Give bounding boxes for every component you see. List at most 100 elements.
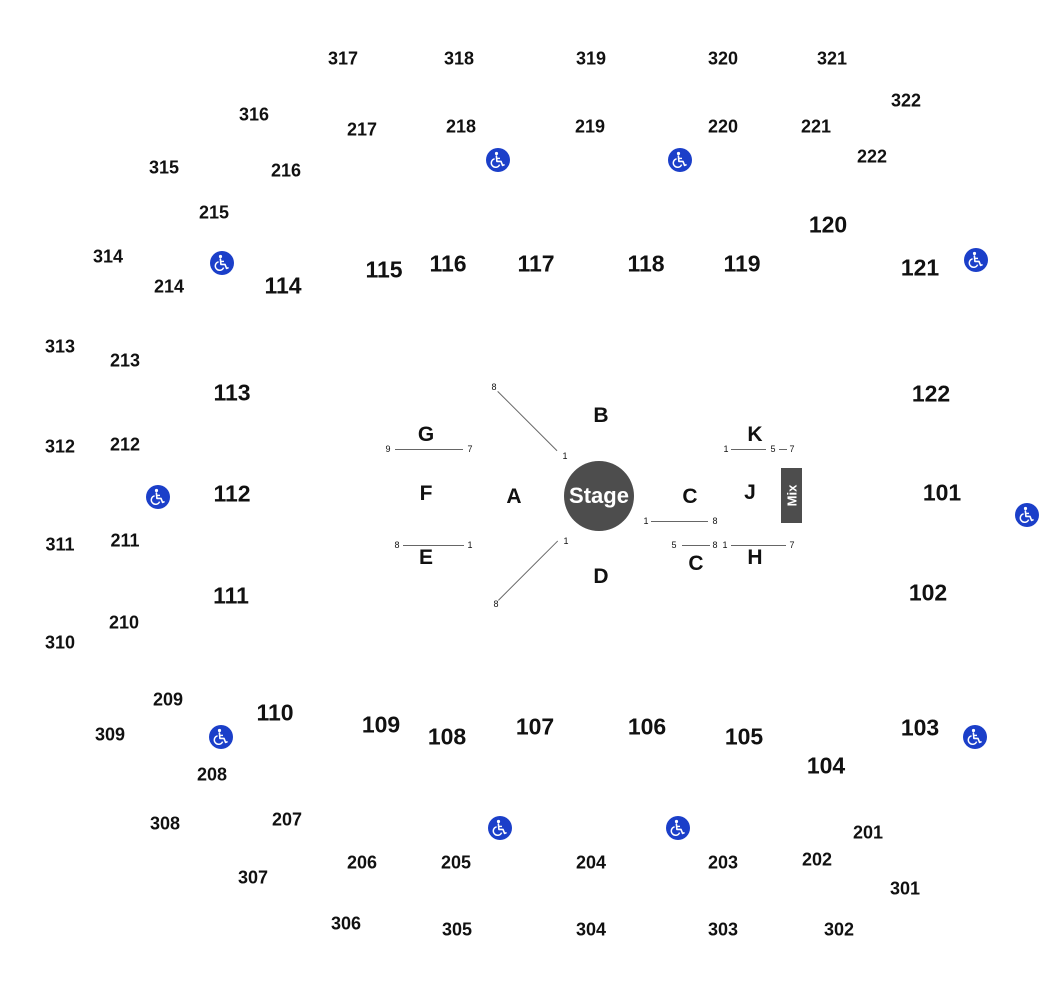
section-309[interactable]: 309 [94, 724, 126, 745]
section-218[interactable]: 218 [445, 116, 477, 137]
section-119[interactable]: 119 [723, 250, 761, 277]
section-303[interactable]: 303 [707, 919, 739, 940]
row-label: 8 [493, 599, 499, 609]
section-214[interactable]: 214 [153, 276, 185, 297]
row-label: 7 [789, 540, 795, 550]
section-202[interactable]: 202 [801, 849, 833, 870]
section-318[interactable]: 318 [443, 48, 475, 69]
row-label: 1 [722, 540, 728, 550]
section-215[interactable]: 215 [198, 202, 230, 223]
section-319[interactable]: 319 [575, 48, 607, 69]
section-207[interactable]: 207 [271, 809, 303, 830]
section-113[interactable]: 113 [213, 379, 251, 406]
wheelchair-icon[interactable] [209, 725, 233, 749]
section-321[interactable]: 321 [816, 48, 848, 69]
section-106[interactable]: 106 [627, 713, 667, 740]
section-209[interactable]: 209 [152, 689, 184, 710]
section-109[interactable]: 109 [361, 711, 401, 738]
row-label: 7 [467, 444, 473, 454]
section-floor-a[interactable]: A [506, 485, 522, 508]
section-208[interactable]: 208 [196, 764, 228, 785]
section-201[interactable]: 201 [852, 822, 884, 843]
section-floor-f[interactable]: F [419, 482, 433, 505]
wheelchair-icon[interactable] [1015, 503, 1039, 527]
section-floor-b[interactable]: B [593, 404, 609, 427]
section-205[interactable]: 205 [440, 852, 472, 873]
section-120[interactable]: 120 [808, 211, 848, 238]
section-220[interactable]: 220 [707, 116, 739, 137]
section-212[interactable]: 212 [109, 434, 141, 455]
section-104[interactable]: 104 [806, 752, 846, 779]
section-219[interactable]: 219 [574, 116, 606, 137]
section-301[interactable]: 301 [889, 878, 921, 899]
section-floor-d[interactable]: D [593, 565, 609, 588]
section-204[interactable]: 204 [575, 852, 607, 873]
section-206[interactable]: 206 [346, 852, 378, 873]
section-306[interactable]: 306 [330, 913, 362, 934]
section-210[interactable]: 210 [108, 612, 140, 633]
wheelchair-icon[interactable] [146, 485, 170, 509]
section-floor-j[interactable]: J [744, 481, 756, 504]
section-211[interactable]: 211 [110, 530, 140, 551]
section-105[interactable]: 105 [724, 723, 764, 750]
row-label: 8 [394, 540, 400, 550]
section-314[interactable]: 314 [92, 246, 124, 267]
section-floor-e[interactable]: E [418, 546, 434, 569]
section-313[interactable]: 313 [44, 336, 76, 357]
section-floor-h[interactable]: H [747, 546, 763, 569]
section-floor-c-upper[interactable]: C [682, 485, 698, 508]
section-107[interactable]: 107 [515, 713, 555, 740]
row-label: 1 [563, 536, 569, 546]
section-221[interactable]: 221 [800, 116, 832, 137]
section-115[interactable]: 115 [365, 256, 403, 283]
row-label: 8 [712, 540, 718, 550]
section-305[interactable]: 305 [441, 919, 473, 940]
section-213[interactable]: 213 [109, 350, 141, 371]
row-line-e [403, 545, 464, 546]
wheelchair-icon[interactable] [488, 816, 512, 840]
row-line-a-upper [497, 391, 558, 452]
section-322[interactable]: 322 [890, 90, 922, 111]
section-217[interactable]: 217 [346, 119, 378, 140]
section-108[interactable]: 108 [427, 723, 467, 750]
section-111[interactable]: 111 [213, 582, 249, 609]
wheelchair-icon[interactable] [668, 148, 692, 172]
row-label: 7 [789, 444, 795, 454]
section-311[interactable]: 311 [45, 534, 75, 555]
section-110[interactable]: 110 [256, 699, 294, 726]
row-label: 5 [770, 444, 776, 454]
wheelchair-icon[interactable] [210, 251, 234, 275]
section-216[interactable]: 216 [270, 160, 302, 181]
section-315[interactable]: 315 [148, 157, 180, 178]
section-302[interactable]: 302 [823, 919, 855, 940]
section-114[interactable]: 114 [264, 272, 302, 299]
section-112[interactable]: 112 [213, 480, 251, 507]
section-222[interactable]: 222 [856, 146, 888, 167]
section-116[interactable]: 116 [429, 250, 467, 277]
mix-label: Mix [784, 484, 800, 507]
section-320[interactable]: 320 [707, 48, 739, 69]
section-102[interactable]: 102 [908, 579, 948, 606]
section-floor-c-lower[interactable]: C [688, 552, 704, 575]
section-304[interactable]: 304 [575, 919, 607, 940]
wheelchair-icon[interactable] [963, 725, 987, 749]
section-floor-k[interactable]: K [747, 423, 763, 446]
section-103[interactable]: 103 [900, 714, 940, 741]
section-101[interactable]: 101 [922, 479, 962, 506]
section-307[interactable]: 307 [237, 867, 269, 888]
section-118[interactable]: 118 [627, 250, 665, 277]
section-312[interactable]: 312 [44, 436, 76, 457]
section-floor-g[interactable]: G [417, 423, 435, 446]
wheelchair-icon[interactable] [964, 248, 988, 272]
section-122[interactable]: 122 [911, 380, 951, 407]
section-308[interactable]: 308 [149, 813, 181, 834]
section-317[interactable]: 317 [327, 48, 359, 69]
section-310[interactable]: 310 [44, 632, 76, 653]
wheelchair-icon[interactable] [486, 148, 510, 172]
section-203[interactable]: 203 [707, 852, 739, 873]
section-121[interactable]: 121 [900, 254, 940, 281]
section-117[interactable]: 117 [517, 250, 555, 277]
wheelchair-icon[interactable] [666, 816, 690, 840]
section-316[interactable]: 316 [238, 104, 270, 125]
